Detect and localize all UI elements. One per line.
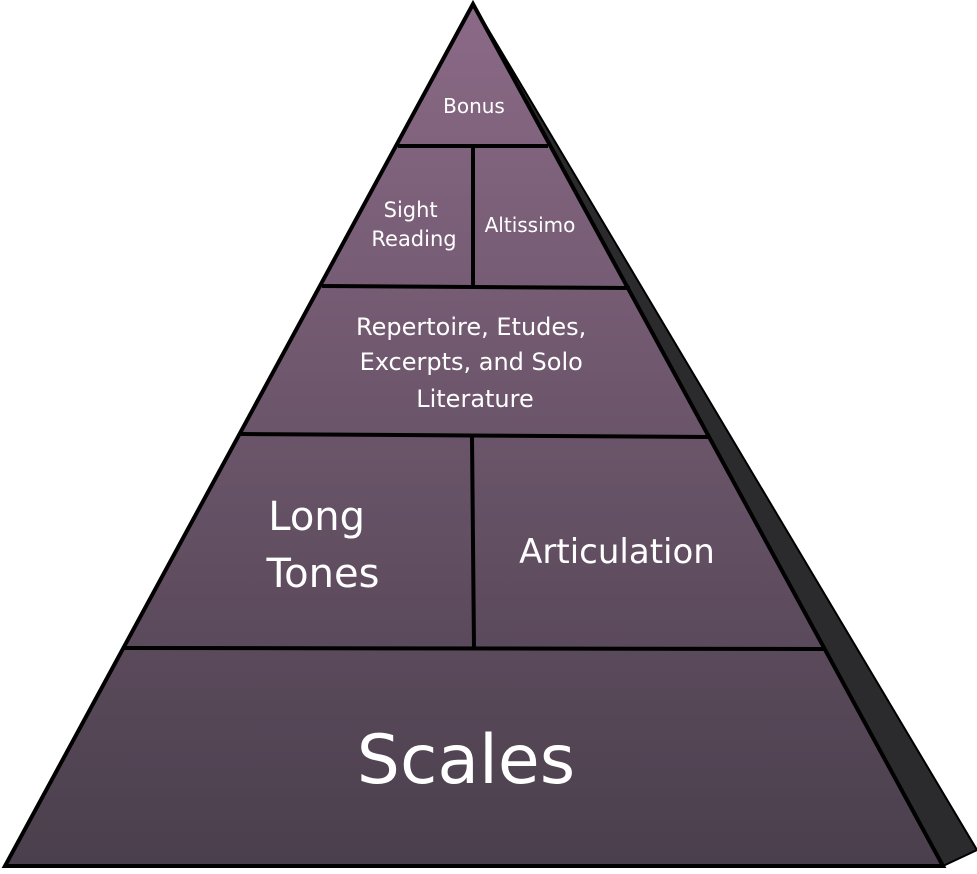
divider-sight-bottom bbox=[321, 284, 631, 290]
label-repertoire-line-2: Excerpts, and Solo bbox=[360, 348, 583, 376]
tier-dividers bbox=[123, 144, 825, 651]
label-long-tones: Long Tones bbox=[266, 494, 380, 597]
divider-longtones-articulation bbox=[470, 435, 476, 650]
label-repertoire: Repertoire, Etudes, Excerpts, and Solo L… bbox=[356, 313, 594, 413]
label-scales: Scales bbox=[357, 721, 575, 800]
label-bonus: Bonus bbox=[443, 94, 505, 118]
label-articulation: Articulation bbox=[519, 532, 715, 572]
label-long-tones-line-1: Long bbox=[268, 494, 365, 540]
label-repertoire-line-1: Repertoire, Etudes, bbox=[356, 313, 586, 341]
label-altissimo: Altissimo bbox=[485, 213, 576, 237]
divider-repertoire-bottom bbox=[240, 432, 711, 439]
label-repertoire-line-3: Literature bbox=[416, 385, 534, 413]
label-long-tones-line-2: Tones bbox=[266, 551, 380, 597]
label-sight-reading: Sight Reading bbox=[371, 198, 456, 251]
label-sight-reading-line-2: Reading bbox=[371, 227, 456, 251]
label-sight-reading-line-1: Sight bbox=[384, 198, 438, 222]
